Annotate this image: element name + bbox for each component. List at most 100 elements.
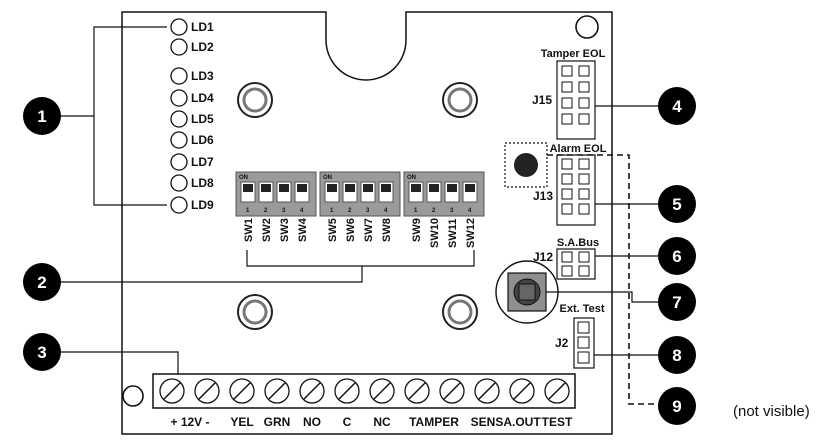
switch-label: SW8 xyxy=(381,218,393,242)
mounting-hole xyxy=(237,82,273,118)
terminal-label: A.OUT xyxy=(503,415,541,429)
terminal-screw xyxy=(544,378,570,404)
corner-hole xyxy=(122,385,144,407)
led-label: LD4 xyxy=(191,91,214,105)
switch-label: SW6 xyxy=(345,218,357,242)
terminal-screw xyxy=(439,378,465,404)
terminal-screw xyxy=(159,378,185,404)
terminal-screw xyxy=(264,378,290,404)
led-label: LD1 xyxy=(191,20,214,34)
svg-text:ON: ON xyxy=(323,175,332,181)
led-column: LD1 LD2 LD3 LD4 LD5 LD6 LD7 LD8 LD9 xyxy=(170,18,214,214)
svg-text:ON: ON xyxy=(239,175,248,181)
led-indicator xyxy=(170,110,188,128)
callout-9-number: 9 xyxy=(672,397,681,416)
switch-label: SW12 xyxy=(465,218,477,248)
callout-5-badge xyxy=(658,185,696,223)
j2-header[interactable] xyxy=(573,317,595,369)
led-indicator xyxy=(170,89,188,107)
callout-9-badge xyxy=(658,387,696,425)
mounting-hole xyxy=(237,294,273,330)
callout-7-number: 7 xyxy=(672,293,681,312)
led-label: LD6 xyxy=(191,133,214,147)
corner-hole xyxy=(575,15,599,39)
svg-text:1: 1 xyxy=(414,208,418,214)
svg-text:3: 3 xyxy=(366,208,370,214)
led-indicator xyxy=(170,131,188,149)
svg-text:2: 2 xyxy=(348,208,352,214)
callout-2-bracket xyxy=(246,250,475,267)
svg-text:2: 2 xyxy=(264,208,268,214)
svg-text:4: 4 xyxy=(468,208,472,214)
mounting-hole xyxy=(442,294,478,330)
svg-text:1: 1 xyxy=(246,208,250,214)
terminal-screw xyxy=(334,378,360,404)
tamper-eol-label: Tamper EOL xyxy=(541,48,606,60)
terminal-label: GRN xyxy=(264,415,291,429)
terminal-screw xyxy=(509,378,535,404)
callout-8-number: 8 xyxy=(672,346,681,365)
callout-3-badge xyxy=(23,333,61,371)
callout-1-number: 1 xyxy=(37,107,46,126)
alarm-eol-label: Alarm EOL xyxy=(550,143,607,155)
dip-switch-block-3[interactable]: ON 1 2 3 4 xyxy=(403,171,485,217)
switch-label: SW2 xyxy=(261,218,273,242)
callout-2-number: 2 xyxy=(37,273,46,292)
svg-text:ON: ON xyxy=(407,175,416,181)
terminal-label: SENS xyxy=(471,415,504,429)
callout-9-leader xyxy=(547,154,658,405)
test-button[interactable] xyxy=(495,260,559,324)
switch-label: SW11 xyxy=(447,219,459,248)
switch-label: SW10 xyxy=(429,218,441,248)
hidden-button-outline xyxy=(504,142,548,188)
switch-label: SW9 xyxy=(411,218,423,242)
j2-label: J2 xyxy=(555,336,569,350)
switch-label: SW1 xyxy=(243,218,255,242)
switch-labels: SW1 SW2 SW3 SW4 SW5 SW6 SW7 SW8 SW9 SW10… xyxy=(243,217,477,248)
terminal-screw xyxy=(229,378,255,404)
terminal-label: TEST xyxy=(542,415,573,429)
switch-label: SW7 xyxy=(363,218,375,242)
svg-text:2: 2 xyxy=(432,208,436,214)
led-indicator xyxy=(170,153,188,171)
hidden-button xyxy=(514,153,538,177)
led-indicator xyxy=(170,18,188,36)
terminal-label: C xyxy=(343,415,352,429)
pcb-outline xyxy=(121,11,613,435)
terminal-block[interactable] xyxy=(152,373,576,409)
dip-switch-block-1[interactable]: ON 1 2 3 4 xyxy=(235,171,317,217)
j13-header[interactable] xyxy=(556,154,596,226)
callout-6-badge xyxy=(658,237,696,275)
terminal-screw xyxy=(369,378,395,404)
j12-label: J12 xyxy=(533,250,553,264)
switch-label: SW4 xyxy=(297,217,309,242)
callout-4-number: 4 xyxy=(672,97,682,116)
dip-switch-block-2[interactable]: ON 1 2 3 4 xyxy=(319,171,401,217)
j15-header[interactable] xyxy=(556,60,596,140)
terminal-label: TAMPER xyxy=(409,415,459,429)
terminal-labels: + 12V - YEL GRN NO C NC TAMPER SENS A.OU… xyxy=(170,415,573,429)
sabus-label: S.A.Bus xyxy=(557,237,599,249)
led-label: LD9 xyxy=(191,198,214,212)
led-label: LD3 xyxy=(191,69,214,83)
ext-test-label: Ext. Test xyxy=(559,303,604,315)
svg-text:4: 4 xyxy=(300,208,304,214)
callout-2-badge xyxy=(23,263,61,301)
j15-label: J15 xyxy=(532,93,552,107)
led-indicator xyxy=(170,174,188,192)
callout-6-number: 6 xyxy=(672,247,681,266)
svg-text:3: 3 xyxy=(450,208,454,214)
not-visible-note: (not visible) xyxy=(733,403,810,420)
led-indicator xyxy=(170,38,188,56)
terminal-screw xyxy=(474,378,500,404)
terminal-label: NO xyxy=(303,415,321,429)
terminal-label: YEL xyxy=(230,415,253,429)
j12-header[interactable] xyxy=(556,248,596,280)
switch-label: SW5 xyxy=(327,218,339,242)
switch-label: SW3 xyxy=(279,218,291,242)
callout-8-badge xyxy=(658,336,696,374)
callout-7-badge xyxy=(658,283,696,321)
svg-text:4: 4 xyxy=(384,208,388,214)
terminal-screw xyxy=(194,378,220,404)
